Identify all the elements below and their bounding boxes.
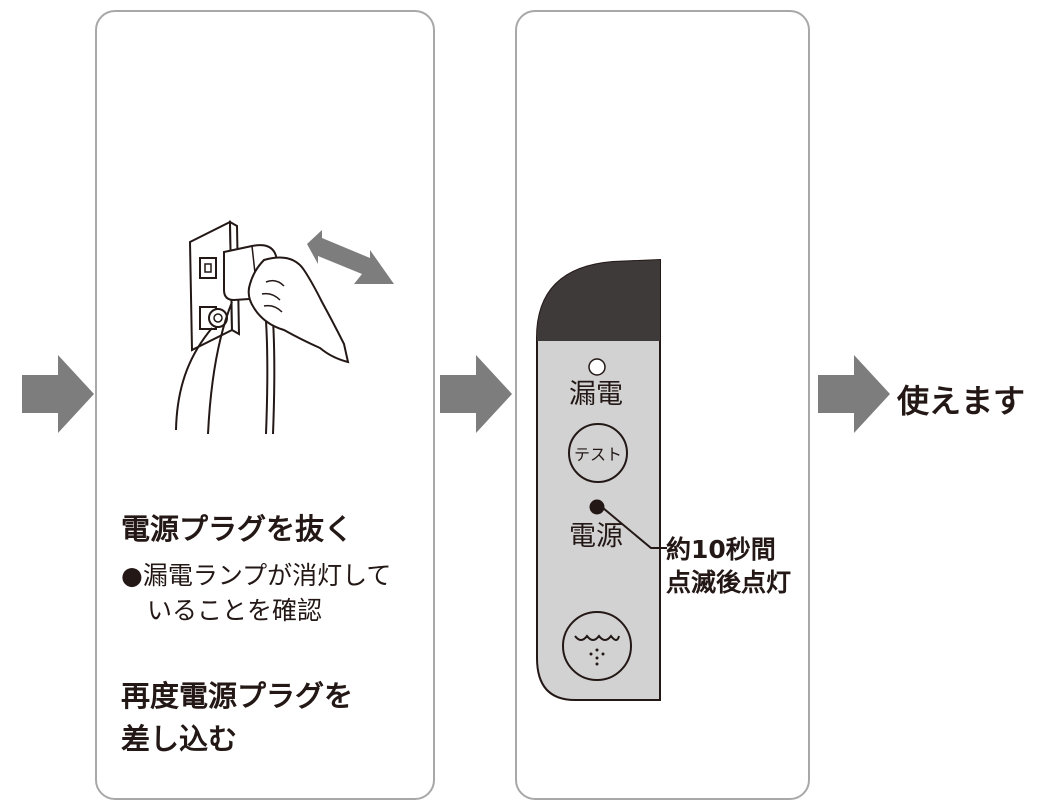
step-panel-control: 漏電 テスト 電源	[515, 10, 810, 800]
power-label: 電源	[569, 521, 623, 552]
bullet: ●	[121, 561, 143, 590]
step-panel-unplug: 電源プラグを抜く ●漏電ランプが消灯して いることを確認 再度電源プラグを 差し…	[95, 10, 435, 800]
step-arrow-2	[440, 355, 512, 433]
step-title-unplug: 電源プラグを抜く	[121, 512, 354, 546]
plug-illustration	[175, 220, 394, 435]
nozzle-button-icon[interactable]	[559, 608, 635, 684]
note-text-1: 漏電ランプが消灯して	[142, 561, 392, 590]
leak-lamp-icon	[588, 358, 606, 376]
test-button-label: テスト	[573, 445, 622, 464]
step-arrow-3	[818, 355, 890, 433]
result-text: 使えます	[897, 382, 1026, 420]
callout-line-1: 約10秒間	[666, 535, 776, 564]
step-title-replug-1: 再度電源プラグを	[121, 679, 354, 713]
callout-line-2: 点滅後点灯	[666, 568, 792, 597]
power-lamp-icon	[589, 499, 605, 515]
note-line-2: いることを確認	[147, 596, 323, 625]
note-line-1: ●漏電ランプが消灯して	[121, 559, 391, 593]
test-button[interactable]: テスト	[568, 423, 628, 483]
leak-label: 漏電	[569, 379, 623, 410]
callout-leader-line	[602, 507, 667, 549]
step-title-replug-2: 差し込む	[121, 722, 238, 756]
step-arrow-1	[22, 355, 94, 433]
